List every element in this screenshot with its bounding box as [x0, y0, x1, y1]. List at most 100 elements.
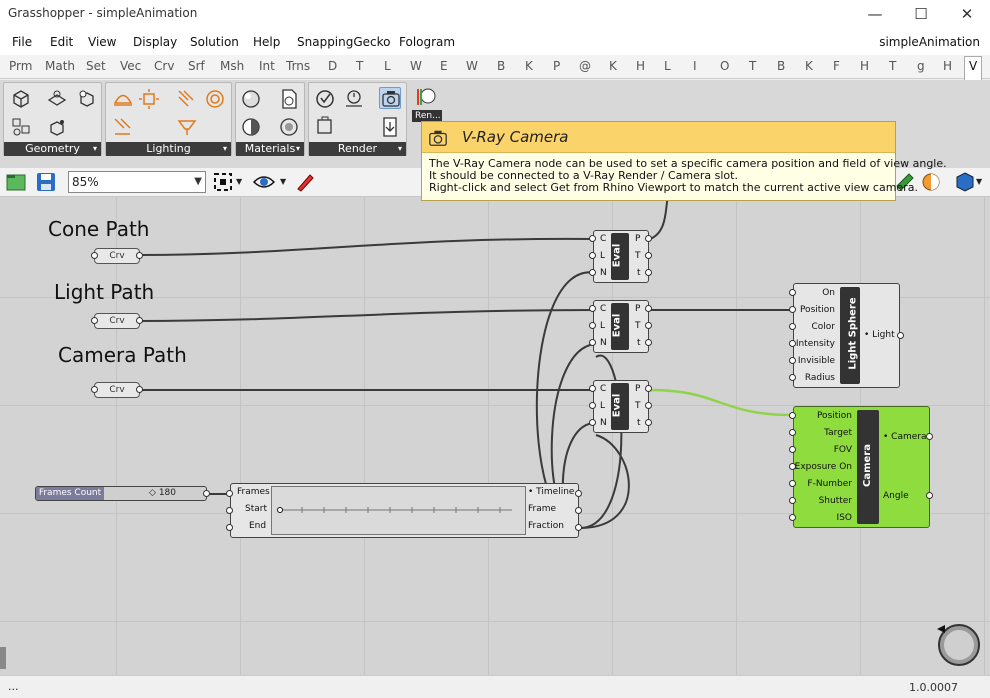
tab-b[interactable]: B: [497, 59, 506, 73]
port[interactable]: [226, 507, 233, 514]
tab-t[interactable]: T: [356, 59, 364, 73]
tab-l2[interactable]: L: [664, 59, 671, 73]
tab-k[interactable]: K: [525, 59, 533, 73]
port[interactable]: [789, 289, 796, 296]
render-settings-icon[interactable]: [314, 116, 336, 138]
curve-param-camera[interactable]: Crv: [94, 382, 140, 398]
port[interactable]: [645, 235, 652, 242]
vray-camera-icon[interactable]: [379, 87, 401, 109]
material-sphere-icon[interactable]: [240, 88, 262, 110]
proxy-geometry-icon[interactable]: [46, 88, 68, 110]
animation-render-icon[interactable]: [343, 88, 365, 110]
open-file-icon[interactable]: [5, 171, 27, 193]
port[interactable]: [91, 317, 98, 324]
box-geometry-icon[interactable]: [10, 88, 32, 110]
port[interactable]: [589, 269, 596, 276]
rectangle-light-icon[interactable]: [112, 116, 134, 138]
port[interactable]: [575, 490, 582, 497]
tab-crv[interactable]: Crv: [154, 59, 175, 73]
tab-d[interactable]: D: [328, 59, 338, 73]
port[interactable]: [789, 357, 796, 364]
port[interactable]: [789, 412, 796, 419]
port[interactable]: [91, 386, 98, 393]
menu-fologram[interactable]: Fologram: [399, 35, 456, 49]
tab-i[interactable]: I: [693, 59, 697, 73]
tab-set[interactable]: Set: [86, 59, 106, 73]
tab-h2[interactable]: H: [860, 59, 870, 73]
maximize-button[interactable]: ☐: [914, 5, 928, 23]
tab-h3[interactable]: H: [943, 59, 953, 73]
tab-prm[interactable]: Prm: [9, 59, 33, 73]
light-sphere-component[interactable]: On Position Color Intensity Invisible Ra…: [793, 283, 900, 388]
port[interactable]: [789, 446, 796, 453]
chevron-down-icon[interactable]: ▼: [280, 177, 287, 186]
port[interactable]: [589, 385, 596, 392]
render-icon[interactable]: [314, 88, 336, 110]
material-texture-icon[interactable]: [278, 116, 300, 138]
sketch-pen-icon[interactable]: [294, 171, 316, 193]
display-mode-icon[interactable]: [954, 171, 976, 193]
port[interactable]: [897, 332, 904, 339]
tab-vray[interactable]: V: [964, 56, 983, 80]
tab-msh[interactable]: Msh: [220, 59, 245, 73]
port[interactable]: [589, 235, 596, 242]
tab-f[interactable]: F: [833, 59, 840, 73]
port[interactable]: [645, 402, 652, 409]
port[interactable]: [589, 252, 596, 259]
save-file-icon[interactable]: [35, 171, 57, 193]
eval-component-light[interactable]: C L N Eval P T t: [593, 300, 649, 353]
close-button[interactable]: ✕: [960, 5, 974, 23]
chevron-down-icon[interactable]: ▼: [236, 177, 243, 186]
menu-display[interactable]: Display: [133, 35, 178, 49]
dome-light-icon[interactable]: [112, 88, 134, 110]
tab-t2[interactable]: T: [749, 59, 757, 73]
tab-k2[interactable]: K: [609, 59, 617, 73]
port[interactable]: [645, 339, 652, 346]
mesh-geometry-icon[interactable]: [76, 88, 98, 110]
instances-icon[interactable]: [10, 116, 32, 138]
port[interactable]: [589, 402, 596, 409]
menu-view[interactable]: View: [88, 35, 117, 49]
tab-o[interactable]: O: [720, 59, 730, 73]
tab-l[interactable]: L: [384, 59, 391, 73]
tab-int[interactable]: Int: [259, 59, 275, 73]
tab-t3[interactable]: T: [889, 59, 897, 73]
port[interactable]: [91, 252, 98, 259]
minimize-button[interactable]: —: [867, 5, 883, 23]
chevron-down-icon[interactable]: ▼: [976, 177, 983, 186]
panel-lighting-label[interactable]: Lighting▾: [106, 142, 231, 156]
port[interactable]: [645, 252, 652, 259]
port[interactable]: [789, 374, 796, 381]
port[interactable]: [789, 514, 796, 521]
tab-w2[interactable]: W: [466, 59, 478, 73]
port[interactable]: [645, 322, 652, 329]
port[interactable]: [589, 419, 596, 426]
panel-geometry-label[interactable]: Geometry▾: [4, 142, 101, 156]
menu-help[interactable]: Help: [253, 35, 281, 49]
sun-light-icon[interactable]: [138, 88, 160, 110]
port[interactable]: [789, 340, 796, 347]
mesh-preview-icon[interactable]: [894, 171, 916, 193]
frames-count-slider[interactable]: Frames Count ◇ 180: [35, 486, 207, 501]
tab-vec[interactable]: Vec: [120, 59, 142, 73]
tab-p[interactable]: P: [553, 59, 561, 73]
port[interactable]: [589, 322, 596, 329]
zoom-select[interactable]: 85%▼: [68, 171, 206, 193]
tab-w[interactable]: W: [410, 59, 422, 73]
directional-light-icon[interactable]: [176, 88, 198, 110]
vray-camera-component[interactable]: Position Target FOV Exposure On F-Number…: [793, 406, 930, 528]
port[interactable]: [575, 524, 582, 531]
zoom-extents-icon[interactable]: [212, 171, 234, 193]
port[interactable]: [226, 524, 233, 531]
menu-edit[interactable]: Edit: [50, 35, 74, 49]
port[interactable]: [203, 490, 210, 497]
material-blend-icon[interactable]: [240, 116, 262, 138]
port[interactable]: [789, 480, 796, 487]
grasshopper-canvas[interactable]: Cone Path Light Path Camera Path Crv Crv…: [0, 197, 990, 675]
port[interactable]: [926, 492, 933, 499]
port[interactable]: [136, 317, 143, 324]
timeline-component[interactable]: Frames Start End • Timeline Frame Fracti…: [230, 483, 579, 538]
menu-snappinggecko[interactable]: SnappingGecko: [297, 35, 391, 49]
port[interactable]: [926, 433, 933, 440]
timeline-track[interactable]: [271, 486, 526, 535]
